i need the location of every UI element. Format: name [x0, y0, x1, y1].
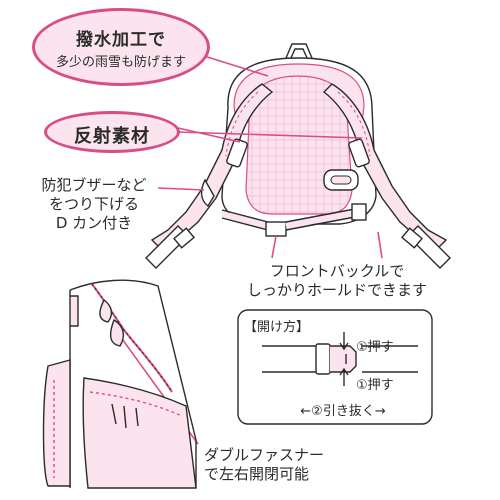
- d-ring-line2: をつり下げる: [48, 195, 139, 213]
- d-ring-label: 防犯ブザーなど をつり下げる D カン付き: [8, 176, 180, 233]
- d-ring-line1: 防犯ブザーなど: [41, 176, 147, 194]
- zipper-label: ダブルファスナー で左右開閉可能: [204, 446, 404, 484]
- side-pocket: [42, 359, 71, 487]
- callout-leaders: [119, 55, 383, 445]
- right-shoulder-strap: [322, 83, 451, 269]
- buckle-label: フロントバックルで しっかりホールドできます: [212, 262, 462, 300]
- top-handle: [285, 43, 313, 59]
- howto-buckle-male: [315, 343, 331, 375]
- backpack-side-view: [42, 279, 197, 489]
- front-buckle-icon: [265, 221, 287, 237]
- d-ring-icon: [200, 178, 215, 208]
- reflective-title: 反射素材: [74, 126, 150, 147]
- howto-panel: [237, 309, 433, 425]
- d-ring-line3: D カン付き: [55, 214, 133, 232]
- zipper-pull-icon: [99, 298, 113, 323]
- front-pocket: [82, 377, 197, 489]
- reflective-callout: 反射素材: [44, 111, 180, 153]
- press-arrow-bottom: [339, 367, 349, 386]
- strap-buckle-left: [173, 227, 195, 249]
- buckle-line2: しっかりホールドできます: [246, 281, 427, 299]
- howto-pull: ←②引き抜く→: [300, 404, 386, 419]
- strap-reflector-right: [348, 138, 370, 168]
- strap-reflector-left: [226, 138, 248, 168]
- press-arrow-top: [339, 332, 349, 351]
- zipper-line2: で左右開閉可能: [204, 465, 310, 483]
- howto-title: 【開け方】: [244, 320, 310, 335]
- water-repellent-callout: 撥水加工で 多少の雨雪も防げます: [32, 8, 210, 86]
- howto-press-top: ①押す: [356, 340, 394, 355]
- water-repellent-title: 撥水加工で: [76, 30, 166, 50]
- howto-buckle-female: [330, 345, 357, 373]
- buckle-line1: フロントバックルで: [269, 262, 405, 280]
- water-repellent-subtitle: 多少の雨雪も防げます: [55, 55, 186, 70]
- howto-press-bottom: ①押す: [356, 378, 394, 393]
- strap-buckle-right: [401, 227, 423, 249]
- side-top-handle: [70, 295, 79, 327]
- zipper-line1: ダブルファスナー: [204, 446, 325, 464]
- left-shoulder-strap: [145, 83, 274, 269]
